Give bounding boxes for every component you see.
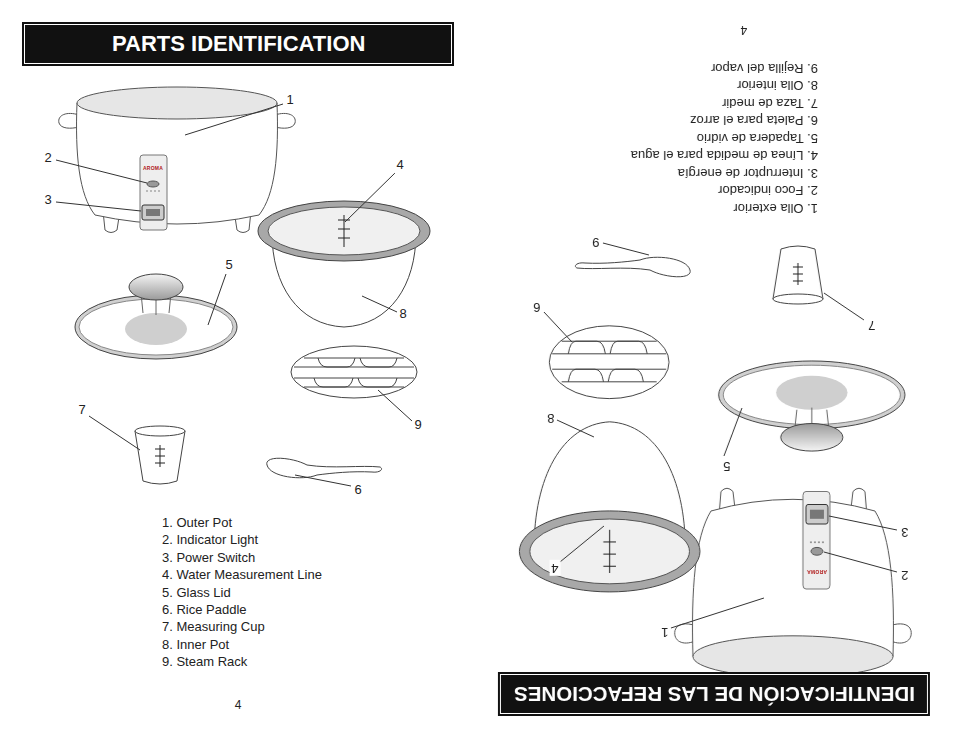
callout-number: 5 [721, 458, 732, 474]
title-bar: PARTS IDENTIFICATION [22, 22, 454, 66]
brand-logo: AROMA [807, 569, 827, 575]
title-bar: IDENTIFICACIÓN DE LAS REFACCIONES [498, 672, 930, 716]
english-page: PARTS IDENTIFICATION 1 2 3 4 5 6 7 8 9 1. Outer Po… [0, 0, 477, 738]
callout-number: 7 [76, 402, 87, 418]
part-list-item: 8. Olla interior [737, 78, 818, 94]
part-list-item: 7. Taza de medir [722, 95, 818, 111]
part-list-item: 1. Outer Pot [162, 515, 232, 531]
page-number: 4 [235, 698, 242, 712]
callout-number: 3 [42, 192, 53, 208]
part-list-item: 2. Indicator Light [162, 532, 258, 548]
part-list-item: 4. Línea de medida para el agua [631, 148, 818, 164]
part-list-item: 4. Water Measurement Line [162, 567, 322, 583]
parts-illustration [477, 0, 954, 738]
part-list-item: 9. Steam Rack [162, 654, 247, 670]
leader-lines [544, 243, 897, 628]
callout-number: 2 [42, 150, 53, 166]
title-text: PARTS IDENTIFICATION [112, 31, 365, 57]
brand-logo: AROMA [143, 165, 163, 171]
callout-number: 4 [549, 560, 560, 576]
title-text: IDENTIFICACIÓN DE LAS REFACCIONES [514, 682, 915, 706]
callout-number: 5 [223, 257, 234, 273]
page-number: 4 [741, 23, 748, 37]
callout-number: 9 [590, 234, 601, 250]
callout-number: 2 [899, 567, 910, 583]
spanish-page: IDENTIFICACIÓN DE LAS REFACCIONES 1. Olla… [477, 0, 954, 738]
callout-number: 8 [545, 410, 556, 426]
leader-lines [56, 104, 412, 486]
callout-number: 1 [284, 92, 295, 108]
part-list-item: 3. Interruptor de energía [678, 165, 818, 181]
part-list-item: 5. Tapadera de vidrio [697, 130, 818, 146]
callout-number: 6 [352, 482, 363, 498]
callout-number: 4 [394, 157, 405, 173]
part-list-item: 9. Rejilla del vapor [711, 60, 818, 76]
part-list-item: 6. Rice Paddle [162, 602, 247, 618]
part-list-item: 3. Power Switch [162, 550, 255, 566]
callout-number: 1 [659, 624, 670, 640]
callout-number: 8 [397, 306, 408, 322]
callout-number: 3 [899, 524, 910, 540]
part-list-item: 2. Foco indicador [718, 183, 818, 199]
part-list-item: 8. Inner Pot [162, 637, 229, 653]
callout-number: 7 [866, 317, 877, 333]
callout-number: 6 [531, 299, 542, 315]
callout-number: 9 [412, 417, 423, 433]
part-list-item: 1. Olla exterior [733, 200, 818, 216]
part-list-item: 6. Paleta para el arroz [690, 113, 818, 129]
part-list-item: 5. Glass Lid [162, 585, 231, 601]
part-list-item: 7. Measuring Cup [162, 619, 265, 635]
